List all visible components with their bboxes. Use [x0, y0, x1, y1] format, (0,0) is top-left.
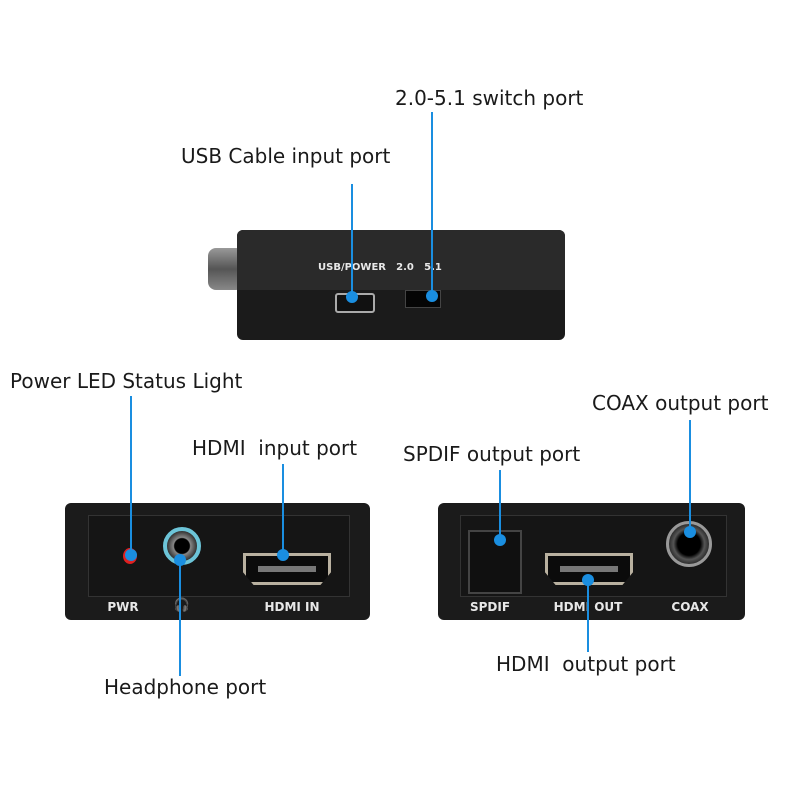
hdmi-in-label: HDMI IN: [264, 600, 320, 614]
coax-label: COAX: [671, 600, 709, 614]
headphone-callout: Headphone port: [104, 675, 267, 699]
top-device-side: USB/POWER 2.0 5.1: [237, 230, 565, 340]
spdif-label: SPDIF: [469, 600, 511, 614]
headphone-icon: 🎧: [173, 598, 191, 613]
hdmi-in-callout: HDMI input port: [192, 436, 358, 460]
hdmi-out-leader-line: [587, 580, 589, 652]
left-device-front: PWR 🎧 HDMI IN: [65, 503, 370, 620]
spdif-callout: SPDIF output port: [403, 442, 581, 466]
mode-20-label: 2.0: [396, 262, 414, 273]
coax-leader-line: [689, 420, 691, 532]
usb-leader-line: [351, 184, 353, 297]
right-device-front: SPDIF HDMI OUT COAX: [438, 503, 745, 620]
hdmi-in-leader-line: [282, 464, 284, 555]
hdmi-out-callout: HDMI output port: [496, 652, 676, 676]
switch-callout: 2.0-5.1 switch port: [395, 86, 584, 110]
switch-leader-line: [431, 112, 433, 296]
spdif-leader-line: [499, 470, 501, 540]
coax-callout: COAX output port: [592, 391, 769, 415]
usb-callout: USB Cable input port: [181, 144, 391, 168]
mode-51-label: 5.1: [424, 262, 442, 273]
power-led-leader-line: [130, 396, 132, 555]
headphone-leader-line: [179, 560, 181, 676]
power-led-callout: Power LED Status Light: [10, 369, 243, 393]
pwr-label: PWR: [107, 600, 139, 614]
